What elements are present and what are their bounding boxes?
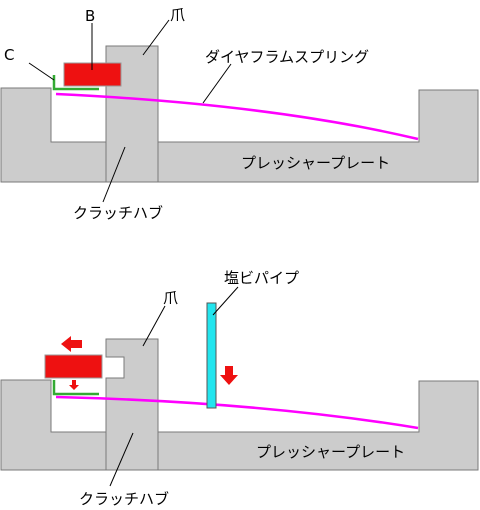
- top-label-hub: クラッチハブ: [73, 204, 163, 222]
- bottom-down-arrow-icon: [220, 366, 238, 385]
- bottom-leader-pipe: [212, 286, 239, 316]
- top-label-spring: ダイヤフラムスプリング: [205, 48, 369, 66]
- top-leader-claw: [142, 19, 170, 56]
- top-label-b: B: [85, 7, 95, 25]
- top-leader-c: [28, 62, 55, 81]
- bottom-red-block: [44, 354, 103, 379]
- bottom-label-hub: クラッチハブ: [79, 490, 169, 508]
- top-leader-spring: [202, 63, 232, 104]
- bottom-pvc-pipe: [206, 302, 217, 409]
- top-label-plate: プレッシャープレート: [241, 154, 390, 172]
- bottom-clutch-hub: [105, 338, 159, 471]
- bottom-bracket: [52, 380, 99, 396]
- bottom-leader-claw: [142, 305, 166, 347]
- bottom-panel: 爪 塩ビパイプ プレッシャープレート クラッチハブ: [0, 269, 479, 508]
- bottom-small-down-arrow-icon: [69, 380, 79, 390]
- top-label-claw: 爪: [170, 6, 185, 24]
- bottom-leader-hub: [109, 432, 134, 487]
- top-label-c: C: [4, 46, 14, 64]
- bottom-diaphragm-spring: [55, 395, 419, 430]
- bottom-label-plate: プレッシャープレート: [256, 443, 405, 461]
- top-panel: B C 爪 ダイヤフラムスプリング プレッシャープレート クラッチハブ: [0, 6, 479, 222]
- top-housing: [0, 87, 479, 183]
- bottom-label-pipe: 塩ビパイプ: [224, 269, 299, 287]
- bottom-label-claw: 爪: [163, 289, 178, 307]
- top-leader-hub: [102, 146, 126, 203]
- bottom-left-arrow-icon: [61, 336, 82, 352]
- top-diaphragm-spring: [55, 92, 419, 141]
